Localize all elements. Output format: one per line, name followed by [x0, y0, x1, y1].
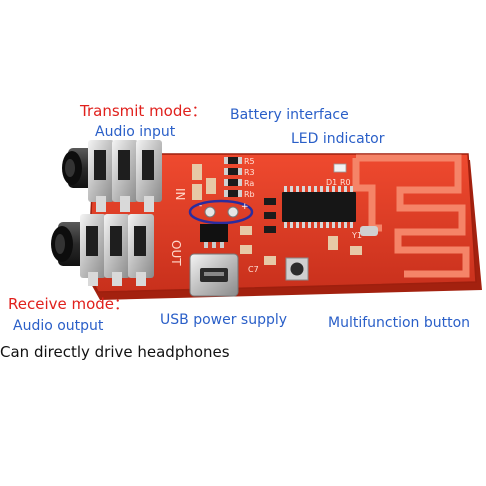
- battery-pads: - +: [188, 199, 254, 225]
- resistor-array: [192, 157, 242, 200]
- svg-text:+: +: [241, 202, 249, 212]
- led-indicator-label: LED indicator: [291, 131, 385, 147]
- label-c7: C7: [248, 265, 259, 274]
- audio-input-jacks: [62, 140, 162, 212]
- label-ra: Ra: [244, 179, 254, 188]
- label-y1: Y1: [351, 231, 362, 240]
- audio-output-label: Audio output: [13, 318, 104, 334]
- crystal-component: [360, 226, 378, 236]
- battery-highlight-ring: [188, 199, 254, 225]
- led-component: [333, 163, 347, 173]
- main-ic: [282, 186, 356, 228]
- audio-input-label: Audio input: [95, 124, 176, 140]
- label-rb: Rb: [244, 190, 255, 199]
- receive-mode-label: Receive mode：: [8, 295, 130, 313]
- label-r3: R3: [244, 168, 255, 177]
- silkscreen-in: IN: [173, 188, 187, 201]
- multifunction-button-component: [285, 257, 309, 281]
- multifunction-button-label: Multifunction button: [328, 315, 471, 331]
- transmit-mode-label: Transmit mode：: [80, 102, 207, 120]
- regulator-chip: [200, 224, 228, 242]
- headphones-caption: Can directly drive headphones: [0, 343, 230, 361]
- svg-text:-: -: [199, 201, 202, 211]
- silkscreen-out: OUT: [169, 240, 183, 266]
- label-r0: R0: [340, 178, 351, 187]
- label-d1: D1: [326, 178, 337, 187]
- label-r5: R5: [244, 157, 255, 166]
- usb-connector: [189, 253, 239, 297]
- pcb-board: [87, 153, 482, 300]
- battery-interface-label: Battery interface: [230, 107, 349, 123]
- audio-output-jacks: [51, 214, 154, 286]
- usb-power-supply-label: USB power supply: [160, 312, 288, 328]
